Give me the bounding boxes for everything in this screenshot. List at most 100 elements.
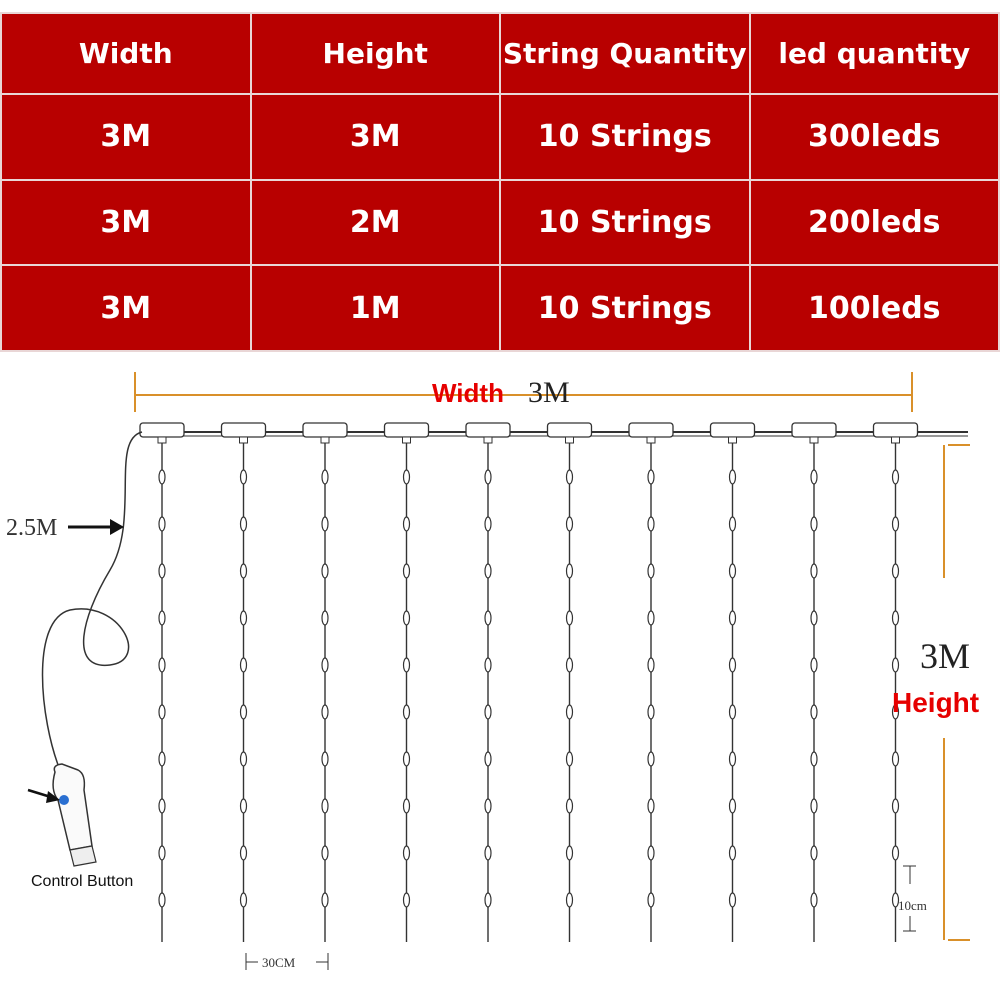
- led-bulb-icon: [484, 469, 492, 485]
- led-bulb-icon: [402, 563, 411, 579]
- cell-width: 3M: [0, 93, 252, 181]
- led-bulb-icon: [647, 892, 655, 908]
- cell-strings: 10 Strings: [499, 93, 751, 181]
- led-bulb-icon: [321, 657, 329, 673]
- led-bulb-icon: [158, 563, 166, 579]
- curtain-light-diagram: Width 3M 3M Height 2.5M Control Button 3…: [6, 372, 979, 970]
- header-height: Height: [249, 11, 501, 96]
- led-bulb-icon: [565, 751, 574, 767]
- cell-height: 1M: [249, 264, 501, 352]
- connector-box: [791, 422, 837, 438]
- led-bulb-icon: [158, 798, 166, 814]
- led-bulb-icon: [239, 657, 248, 673]
- led-bulb-icon: [891, 469, 900, 485]
- led-bulb-icon: [891, 563, 900, 579]
- led-bulb-icon: [810, 798, 818, 814]
- led-bulb-icon: [810, 892, 818, 908]
- led-bulb-icon: [402, 610, 411, 626]
- led-bulb-icon: [484, 516, 492, 532]
- width-label: Width: [432, 378, 504, 408]
- table-row: 3M 1M 10 Strings 100leds: [0, 264, 1000, 352]
- cell-leds: 300leds: [748, 93, 1000, 181]
- height-label: Height: [892, 687, 979, 718]
- cell-width: 3M: [0, 178, 252, 267]
- led-bulb-icon: [728, 704, 737, 720]
- led-bulb-icon: [647, 751, 655, 767]
- led-bulb-icon: [484, 610, 492, 626]
- led-bulb-icon: [728, 657, 737, 673]
- led-bulb-icon: [728, 563, 737, 579]
- led-bulb-icon: [810, 516, 818, 532]
- led-bulb-icon: [728, 469, 737, 485]
- led-bulb-icon: [728, 751, 737, 767]
- table-header-row: Width Height String Quantity led quantit…: [0, 11, 1000, 96]
- led-bulb-icon: [321, 798, 329, 814]
- led-bulb-icon: [810, 845, 818, 861]
- led-bulb-icon: [158, 704, 166, 720]
- spec-table: Width Height String Quantity led quantit…: [0, 11, 1000, 352]
- arrow-icon: [68, 519, 124, 535]
- usb-plug-icon: [52, 763, 97, 867]
- connector-stem: [565, 436, 574, 444]
- led-bulb-icon: [402, 704, 411, 720]
- header-led-quantity: led quantity: [748, 11, 1000, 96]
- led-bulb-icon: [891, 657, 900, 673]
- led-bulb-icon: [891, 704, 900, 720]
- connector-box: [628, 422, 674, 438]
- cell-strings: 10 Strings: [499, 178, 751, 267]
- led-bulb-icon: [565, 657, 574, 673]
- led-bulb-icon: [321, 516, 329, 532]
- led-bulb-icon: [321, 845, 329, 861]
- cable-length-label: 2.5M: [6, 515, 57, 541]
- led-bulb-icon: [402, 516, 411, 532]
- led-bulb-icon: [239, 798, 248, 814]
- led-bulb-icon: [565, 892, 574, 908]
- led-bulb-icon: [321, 469, 329, 485]
- led-bulb-icon: [728, 798, 737, 814]
- led-bulb-icon: [891, 610, 900, 626]
- connector-box: [220, 422, 267, 438]
- led-bulb-icon: [810, 563, 818, 579]
- led-bulb-icon: [565, 563, 574, 579]
- led-bulb-icon: [321, 892, 329, 908]
- cell-leds: 200leds: [748, 178, 1000, 267]
- led-bulb-icon: [810, 610, 818, 626]
- led-bulb-icon: [321, 751, 329, 767]
- led-bulb-icon: [402, 845, 411, 861]
- width-dimension-line: [134, 372, 913, 412]
- string-spacing-label: 30CM: [262, 955, 296, 970]
- connector-box: [546, 422, 593, 438]
- height-dimension-line: [943, 444, 970, 941]
- height-value: 3M: [920, 636, 970, 676]
- led-bulb-icon: [239, 704, 248, 720]
- connector-box: [709, 422, 756, 438]
- width-value: 3M: [528, 376, 570, 409]
- cell-leds: 100leds: [748, 264, 1000, 352]
- led-bulb-icon: [239, 516, 248, 532]
- bulb-spacing-label: 10cm: [898, 898, 927, 913]
- led-bulb-icon: [158, 657, 166, 673]
- led-bulb-icon: [728, 892, 737, 908]
- led-bulb-icon: [565, 516, 574, 532]
- led-bulb-icon: [565, 610, 574, 626]
- control-button-icon: [59, 795, 69, 805]
- light-strings: [139, 422, 919, 942]
- connector-box: [383, 422, 430, 438]
- led-bulb-icon: [565, 798, 574, 814]
- cell-strings: 10 Strings: [499, 264, 751, 352]
- cell-height: 2M: [249, 178, 501, 267]
- control-button-label: Control Button: [31, 873, 133, 890]
- led-bulb-icon: [158, 469, 166, 485]
- led-bulb-icon: [158, 845, 166, 861]
- led-bulb-icon: [647, 610, 655, 626]
- led-bulb-icon: [484, 798, 492, 814]
- usb-cable: [41, 431, 143, 771]
- led-bulb-icon: [402, 798, 411, 814]
- led-bulb-icon: [402, 469, 411, 485]
- led-bulb-icon: [647, 563, 655, 579]
- led-bulb-icon: [891, 751, 900, 767]
- led-bulb-icon: [321, 704, 329, 720]
- bulb-spacing-marker: [903, 865, 916, 932]
- connector-box: [302, 422, 348, 438]
- led-bulb-icon: [647, 657, 655, 673]
